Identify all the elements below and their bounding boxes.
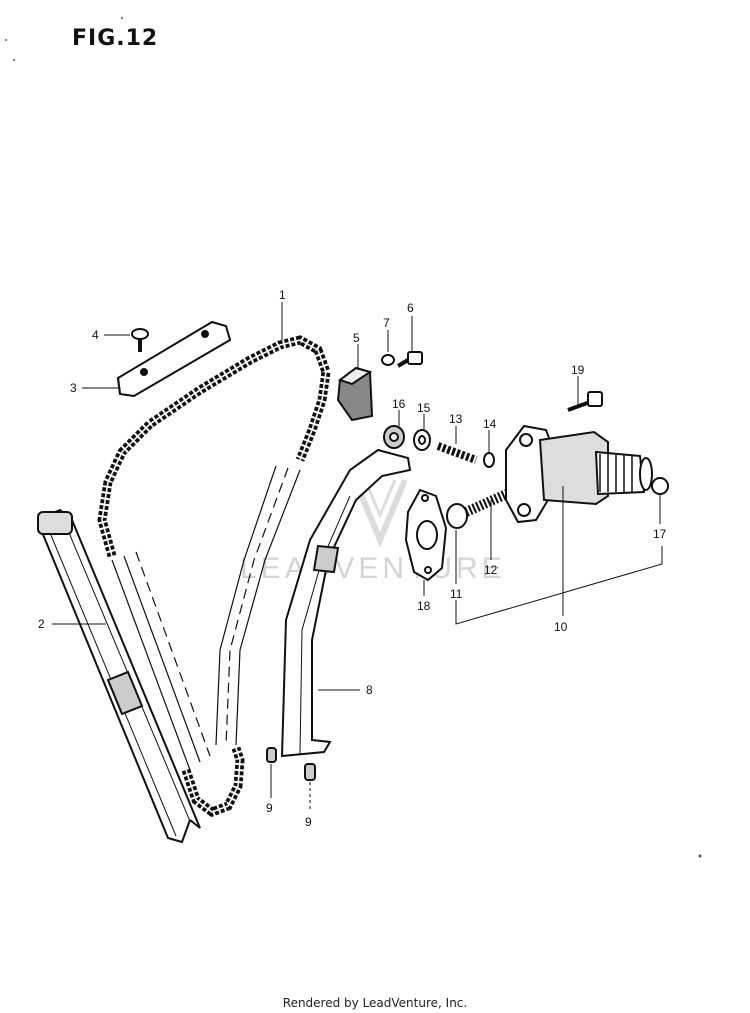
callout-9a: 9 bbox=[266, 801, 273, 815]
washer-part-7 bbox=[381, 354, 395, 366]
bolt-part-19 bbox=[567, 391, 603, 412]
bolt-part-6 bbox=[396, 351, 423, 368]
washer-part-15 bbox=[413, 429, 431, 451]
damper-part-9-a bbox=[266, 747, 277, 763]
damper-part-9-b bbox=[304, 763, 316, 781]
push-rod-part-11 bbox=[446, 503, 468, 529]
callout-13: 13 bbox=[449, 412, 463, 426]
nut-part-16 bbox=[383, 425, 405, 449]
watermark-text: LEADVENTURE bbox=[240, 552, 506, 585]
chain-guide-part-2 bbox=[37, 508, 201, 844]
callout-6: 6 bbox=[407, 301, 414, 315]
tensioner-blade-part-8 bbox=[280, 448, 412, 758]
spring-part-13 bbox=[436, 442, 478, 464]
callout-8: 8 bbox=[366, 683, 373, 697]
callout-18: 18 bbox=[417, 599, 431, 613]
cap-part-17 bbox=[651, 477, 669, 495]
callout-4: 4 bbox=[92, 328, 99, 342]
gasket-part-18 bbox=[404, 488, 448, 582]
footer-credit: Rendered by LeadVenture, Inc. bbox=[282, 996, 468, 1010]
cushion-part-5 bbox=[336, 366, 374, 422]
screw-part-4 bbox=[131, 328, 149, 352]
ring-part-14 bbox=[483, 452, 495, 468]
leader-lines bbox=[52, 302, 663, 810]
tensioner-body-part-10 bbox=[505, 424, 653, 524]
callout-16: 16 bbox=[392, 397, 406, 411]
callout-11: 11 bbox=[450, 587, 463, 601]
callout-14: 14 bbox=[483, 417, 497, 431]
scan-specks bbox=[5, 17, 702, 858]
callout-12: 12 bbox=[484, 563, 498, 577]
callout-3: 3 bbox=[70, 381, 77, 395]
callout-1: 1 bbox=[279, 288, 286, 302]
callout-5: 5 bbox=[353, 331, 360, 345]
callout-17: 17 bbox=[653, 527, 667, 541]
callout-2: 2 bbox=[38, 617, 45, 631]
cam-chain-part-1 bbox=[97, 335, 331, 818]
figure-title: FIG.12 bbox=[72, 26, 159, 51]
callout-19: 19 bbox=[571, 363, 585, 377]
guide-plate-part-3 bbox=[116, 320, 232, 398]
callout-10: 10 bbox=[554, 620, 568, 634]
callout-7: 7 bbox=[383, 316, 390, 330]
watermark-logo bbox=[352, 478, 408, 548]
callout-15: 15 bbox=[417, 401, 431, 415]
callout-9b: 9 bbox=[305, 815, 312, 829]
